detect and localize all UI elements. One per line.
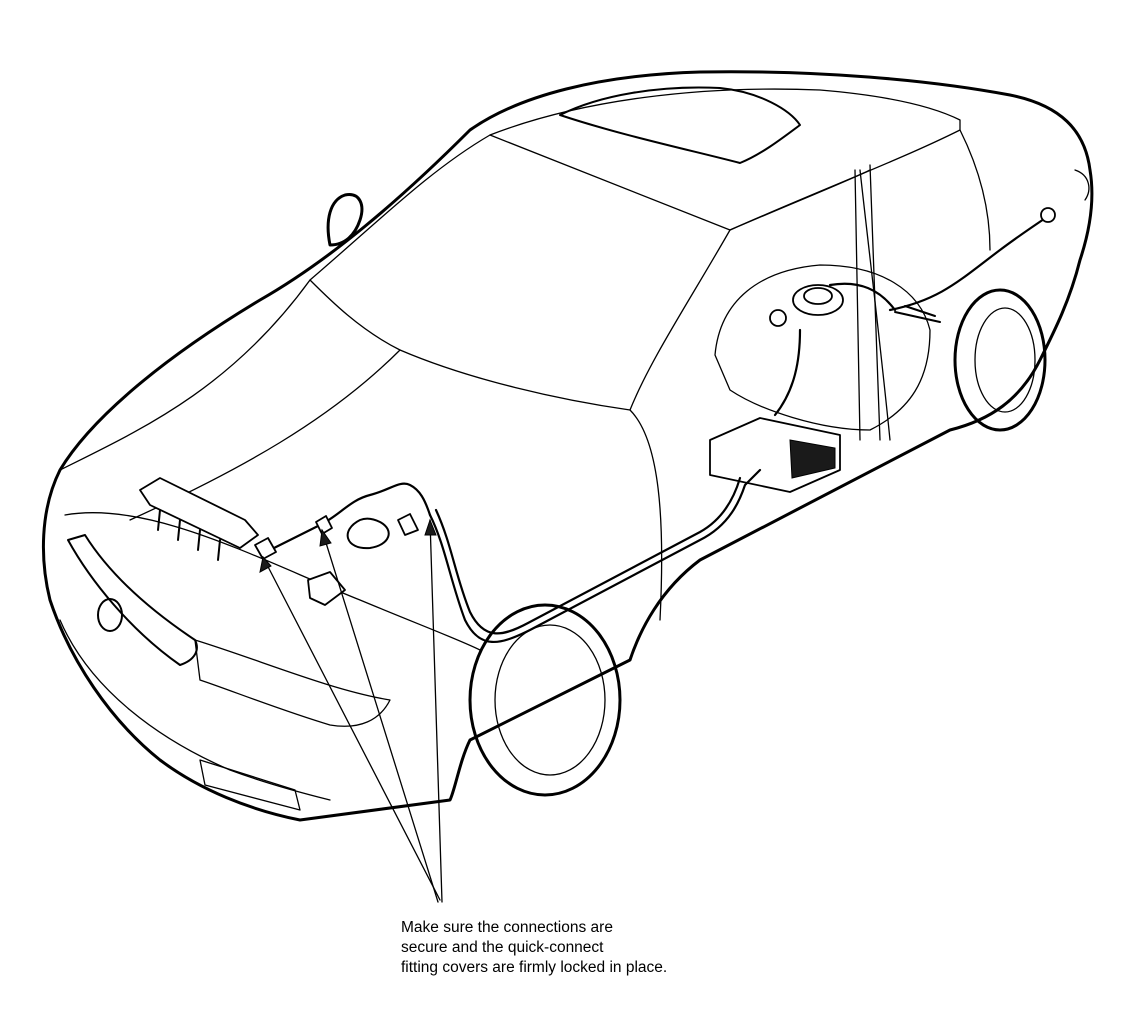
fuel-rail-body bbox=[139, 477, 259, 549]
emblem bbox=[97, 598, 123, 632]
hood-edge bbox=[64, 511, 481, 651]
quick-connect-2 bbox=[315, 515, 333, 535]
leader-line-1 bbox=[262, 556, 441, 901]
filler-pipe bbox=[888, 213, 1052, 312]
injectors bbox=[157, 509, 221, 561]
engine-bay-loop bbox=[346, 517, 390, 550]
pressure-regulator bbox=[307, 571, 346, 606]
front-door bbox=[629, 169, 871, 621]
canister-valve bbox=[789, 439, 836, 479]
front-wheel bbox=[468, 603, 622, 797]
leader-line-2 bbox=[321, 529, 439, 903]
rear-wheel-rim bbox=[974, 307, 1036, 413]
leader-line-3 bbox=[429, 519, 443, 903]
arrowhead-2 bbox=[319, 528, 332, 547]
pump-to-filler-line bbox=[828, 282, 897, 312]
arrowhead-3 bbox=[424, 518, 437, 536]
filler-hose bbox=[894, 305, 941, 323]
wheels bbox=[468, 288, 1047, 797]
tank-to-canister-line bbox=[773, 328, 802, 417]
evap-canister bbox=[709, 417, 841, 493]
windshield bbox=[309, 134, 731, 411]
callout-leaders bbox=[259, 518, 443, 903]
fuel-tank bbox=[714, 264, 931, 431]
note-line-1: Make sure the connections are bbox=[401, 919, 613, 936]
b-pillar bbox=[854, 164, 881, 441]
fuel-lines bbox=[268, 282, 897, 643]
callout-note: Make sure the connections are secure and… bbox=[401, 918, 881, 978]
car-outer-outline bbox=[41, 70, 1094, 822]
front-wheel-rim bbox=[494, 624, 606, 776]
rear-wheel bbox=[953, 288, 1047, 432]
car-body bbox=[41, 70, 1094, 822]
quick-connect-3 bbox=[397, 513, 419, 536]
note-line-2: secure and the quick-connect bbox=[401, 939, 604, 956]
fuel-supply-line bbox=[428, 468, 762, 643]
fuel-pump-cap bbox=[803, 287, 833, 305]
fuel-filler bbox=[888, 207, 1056, 323]
note-line-3: fitting covers are firmly locked in plac… bbox=[401, 959, 668, 976]
grille bbox=[67, 534, 198, 666]
headlight bbox=[194, 639, 391, 727]
fuel-tank-area bbox=[714, 264, 931, 431]
fuel-rail bbox=[139, 477, 419, 606]
fog-light bbox=[199, 759, 301, 811]
engine-bay-line bbox=[268, 482, 432, 552]
tail-light bbox=[1074, 169, 1090, 201]
quick-connect-1 bbox=[254, 537, 277, 560]
fuel-gauge-sender bbox=[769, 309, 787, 327]
filler-cap bbox=[1040, 207, 1056, 223]
sunroof bbox=[559, 86, 801, 164]
side-mirror bbox=[326, 193, 364, 247]
rear-door bbox=[859, 129, 991, 441]
fuel-return-line bbox=[434, 476, 742, 635]
arrowhead-1 bbox=[259, 555, 272, 573]
front-bumper bbox=[59, 619, 331, 801]
